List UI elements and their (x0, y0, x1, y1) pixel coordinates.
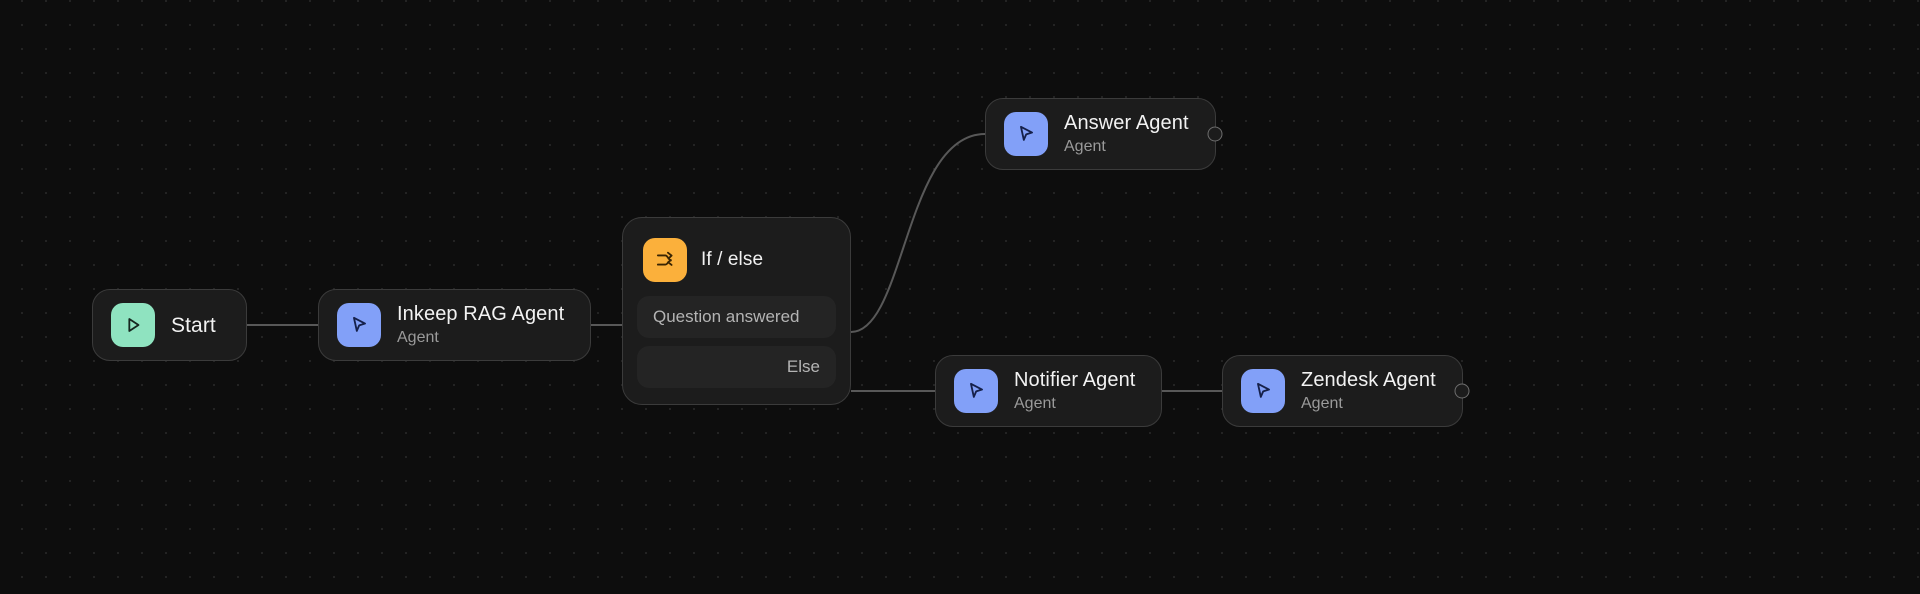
node-if-else-title: If / else (701, 249, 764, 270)
node-if-else-row-else[interactable]: Else (637, 346, 836, 388)
node-zendesk-agent-text: Zendesk Agent Agent (1301, 368, 1436, 414)
output-handle[interactable] (1454, 383, 1470, 399)
node-if-else-header: If / else (637, 232, 836, 296)
node-answer-agent-text: Answer Agent Agent (1064, 111, 1189, 157)
node-start[interactable]: Start (92, 289, 247, 361)
node-inkeep-rag-agent-subtitle: Agent (397, 329, 439, 346)
node-answer-agent[interactable]: Answer Agent Agent (985, 98, 1223, 170)
node-notifier-agent-subtitle: Agent (1014, 395, 1056, 412)
output-handle[interactable] (1207, 126, 1223, 142)
node-zendesk-agent-subtitle: Agent (1301, 395, 1343, 412)
node-start-title: Start (171, 313, 216, 337)
node-notifier-agent[interactable]: Notifier Agent Agent (935, 355, 1163, 427)
edge-ifelse-true-to-answer (850, 133, 986, 333)
node-if-else-row-label: Question answered (653, 307, 800, 326)
node-answer-agent-title: Answer Agent (1064, 112, 1189, 134)
branch-split-arrow-icon (643, 238, 687, 282)
node-inkeep-rag-agent-text: Inkeep RAG Agent Agent (397, 302, 564, 348)
node-answer-agent-subtitle: Agent (1064, 138, 1106, 155)
cursor-arrow-icon (1004, 112, 1048, 156)
node-if-else[interactable]: If / else Question answered Else (622, 217, 851, 405)
node-start-text: Start (171, 313, 216, 338)
node-if-else-row-label: Else (786, 357, 820, 376)
node-zendesk-agent-title: Zendesk Agent (1301, 369, 1436, 391)
node-zendesk-agent[interactable]: Zendesk Agent Agent (1222, 355, 1470, 427)
cursor-arrow-icon (954, 369, 998, 413)
node-notifier-agent-title: Notifier Agent (1014, 369, 1136, 391)
play-triangle-icon (111, 303, 155, 347)
node-notifier-agent-text: Notifier Agent Agent (1014, 368, 1135, 414)
node-inkeep-rag-agent[interactable]: Inkeep RAG Agent Agent (318, 289, 592, 361)
node-inkeep-rag-agent-title: Inkeep RAG Agent (397, 303, 565, 325)
cursor-arrow-icon (337, 303, 381, 347)
cursor-arrow-icon (1241, 369, 1285, 413)
node-if-else-row-question-answered[interactable]: Question answered (637, 296, 836, 338)
